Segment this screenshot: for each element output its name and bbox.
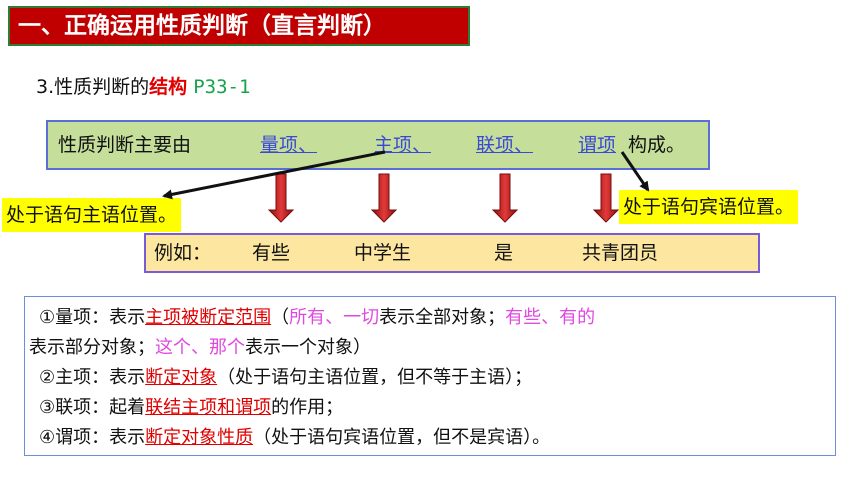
text: 表示一个对象） (245, 337, 371, 358)
page-title: 一、正确运用性质判断（直言判断） (18, 13, 386, 39)
example-predicate: 共青团员 (582, 242, 659, 264)
example-quantifier: 有些 (252, 242, 291, 264)
highlight: 主项被断定范围 (145, 307, 272, 328)
text: 表示部分对象； (29, 337, 155, 358)
highlight-pink: 这个、那个 (155, 337, 245, 358)
highlight: 联结主项和谓项 (145, 397, 272, 418)
text: （处于语句主语位置，但不等于主语）； (217, 367, 533, 388)
subtitle-prefix: 3.性质判断的 (36, 76, 150, 98)
text: ③联项：起着 (39, 397, 146, 418)
text: ④谓项：表示 (39, 427, 146, 448)
example-subject: 中学生 (354, 242, 412, 264)
subject-position-label: 处于语句主语位置。 (2, 198, 182, 232)
explanation-subject: ②主项：表示断定对象（处于语句主语位置，但不等于主语）； (39, 363, 532, 389)
example-box: 例如： 有些 中学生 是 共青团员 (144, 233, 760, 273)
title-banner: 一、正确运用性质判断（直言判断） (8, 6, 470, 46)
down-arrow-quantifier (267, 173, 295, 223)
term-subject: 主项、 (374, 134, 432, 156)
text: （处于语句宾语位置，但不是宾语）。 (253, 427, 551, 448)
highlight: 断定对象 (145, 367, 218, 388)
explanation-predicate: ④谓项：表示断定对象性质（处于语句宾语位置，但不是宾语）。 (39, 423, 550, 449)
term-copula: 联项、 (476, 134, 534, 156)
example-prefix: 例如： (154, 242, 212, 264)
structure-intro: 性质判断主要由 (58, 134, 192, 156)
page-reference: P33-1 (193, 76, 251, 98)
section-subtitle: 3.性质判断的结构 P33-1 (36, 72, 250, 99)
text: 的作用； (271, 397, 344, 418)
explanation-quantifier: ①量项：表示主项被断定范围（所有、一切表示全部对象；有些、有的 (39, 303, 595, 329)
term-predicate: 谓项 (578, 134, 617, 156)
subtitle-highlight: 结构 (149, 76, 188, 98)
text: （ (271, 307, 290, 328)
explanation-copula: ③联项：起着联结主项和谓项的作用； (39, 393, 343, 419)
down-arrow-subject (370, 173, 398, 223)
down-arrow-copula (491, 173, 519, 223)
text: 表示全部对象； (379, 307, 506, 328)
highlight-pink: 有些、有的 (505, 307, 596, 328)
object-position-label: 处于语句宾语位置。 (619, 190, 799, 224)
term-quantifier: 量项、 (260, 134, 318, 156)
text: ①量项：表示 (39, 307, 146, 328)
down-arrow-predicate (592, 173, 620, 223)
explanation-quantifier-cont: 表示部分对象；这个、那个表示一个对象） (29, 333, 371, 359)
example-copula: 是 (494, 242, 514, 264)
explanation-box: ①量项：表示主项被断定范围（所有、一切表示全部对象；有些、有的 表示部分对象；这… (24, 296, 836, 456)
highlight: 断定对象性质 (145, 427, 254, 448)
text: ②主项：表示 (39, 367, 146, 388)
highlight-pink: 所有、一切 (289, 307, 380, 328)
structure-outro: 构成。 (628, 134, 686, 156)
structure-box: 性质判断主要由 量项、 主项、 联项、 谓项 构成。 (46, 120, 710, 170)
